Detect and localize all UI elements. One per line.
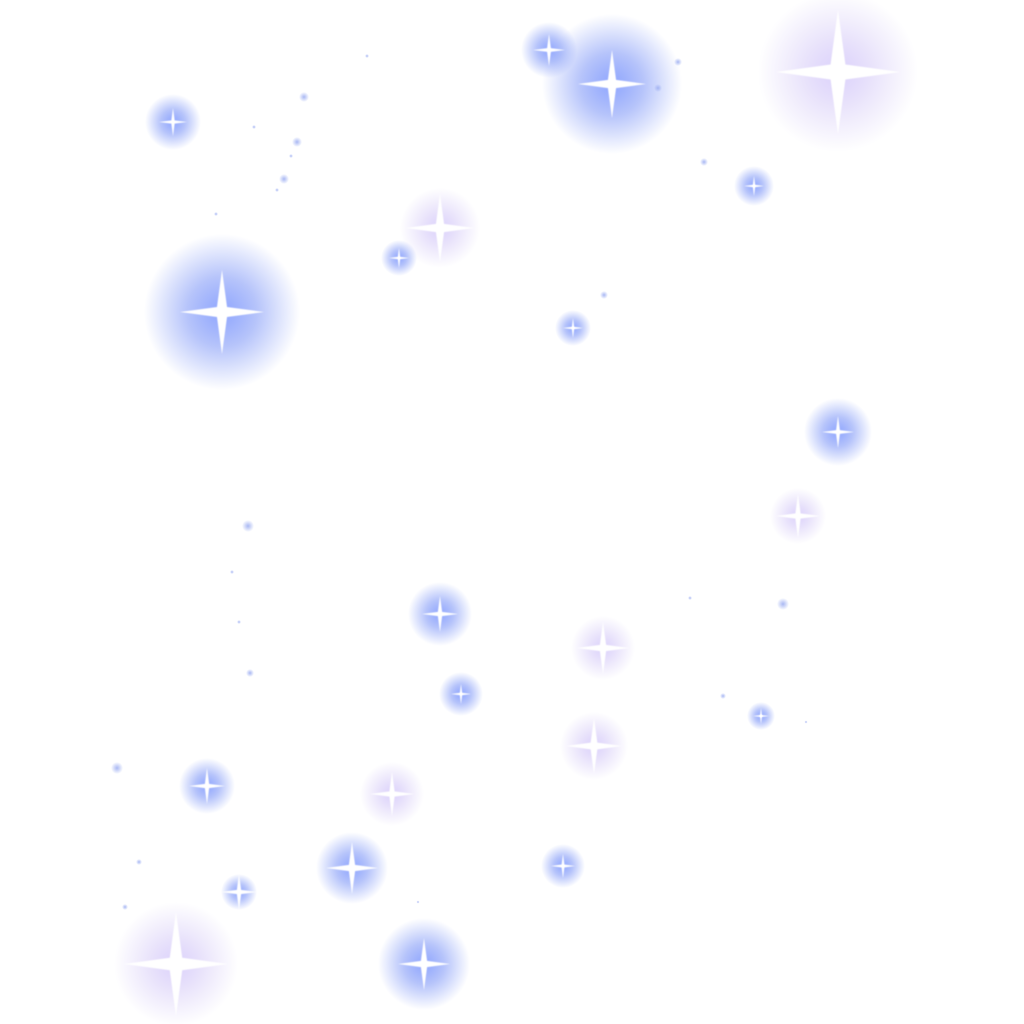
sparkle-icon: [555, 310, 591, 346]
sparkle-icon: [400, 188, 480, 268]
sparkle-icon: [408, 582, 472, 646]
sparkle-center: [437, 225, 443, 231]
speck-icon: [252, 125, 256, 129]
sparkle-center: [459, 692, 463, 696]
sparkle-icon: [144, 234, 300, 390]
speck-icon: [654, 84, 662, 92]
sparkle-icon: [378, 918, 470, 1010]
sparkle-center: [237, 890, 241, 894]
sparkle-center: [600, 645, 606, 651]
speck-icon: [214, 212, 218, 216]
sparkle-icon: [758, 0, 918, 152]
sparkle-center: [218, 308, 226, 316]
speck-icon: [242, 520, 254, 532]
sparkle-center: [571, 326, 575, 330]
sparkle-icon: [521, 22, 577, 78]
sparkle-center: [759, 714, 763, 718]
sparkle-center: [397, 256, 401, 260]
sparkle-icon: [360, 762, 424, 826]
sparkle-center: [591, 743, 597, 749]
sparkle-icon: [542, 14, 682, 154]
speck-icon: [230, 570, 234, 574]
speck-icon: [700, 158, 708, 166]
speck-icon: [777, 598, 789, 610]
sparkle-center: [609, 81, 615, 87]
sparkle-icon: [316, 832, 388, 904]
sparkle-center: [547, 48, 551, 52]
speck-icon: [275, 188, 279, 192]
speck-icon: [674, 58, 682, 66]
speck-icon: [289, 154, 293, 158]
sparkle-icon: [179, 758, 235, 814]
sparkle-icon: [804, 398, 872, 466]
sparkle-icon: [571, 616, 635, 680]
speck-icon: [122, 904, 128, 910]
speck-icon: [804, 720, 808, 724]
sparkle-center: [833, 67, 843, 77]
sparkle-icon: [734, 166, 774, 206]
speck-icon: [720, 693, 726, 699]
sparkle-icon: [145, 94, 201, 150]
speck-icon: [292, 137, 302, 147]
sparkle-icon: [381, 240, 417, 276]
sparkle-icon: [541, 844, 585, 888]
speck-icon: [111, 762, 123, 774]
sparkle-center: [561, 864, 565, 868]
speck-icon: [416, 900, 420, 904]
sparkle-center: [205, 784, 209, 788]
sparkle-icon: [221, 874, 257, 910]
speck-icon: [246, 669, 254, 677]
sparkle-center: [752, 184, 756, 188]
sparkle-center: [796, 514, 800, 518]
speck-icon: [365, 54, 369, 58]
sparkle-icon: [114, 902, 238, 1024]
sparkle-center: [171, 120, 175, 124]
speck-icon: [688, 596, 692, 600]
speck-icon: [299, 92, 309, 102]
sparkle-icon: [439, 672, 483, 716]
sparkle-icon: [560, 712, 628, 780]
sparkle-center: [349, 865, 355, 871]
sparkle-center: [421, 961, 427, 967]
speck-icon: [237, 620, 241, 624]
sparkle-icon: [747, 702, 775, 730]
speck-icon: [136, 859, 142, 865]
speck-icon: [600, 291, 608, 299]
sparkle-center: [171, 959, 181, 969]
sparkle-center: [438, 612, 442, 616]
speck-icon: [279, 174, 289, 184]
sparkle-center: [390, 792, 394, 796]
sparkle-icon: [770, 488, 826, 544]
sparkle-center: [836, 430, 840, 434]
